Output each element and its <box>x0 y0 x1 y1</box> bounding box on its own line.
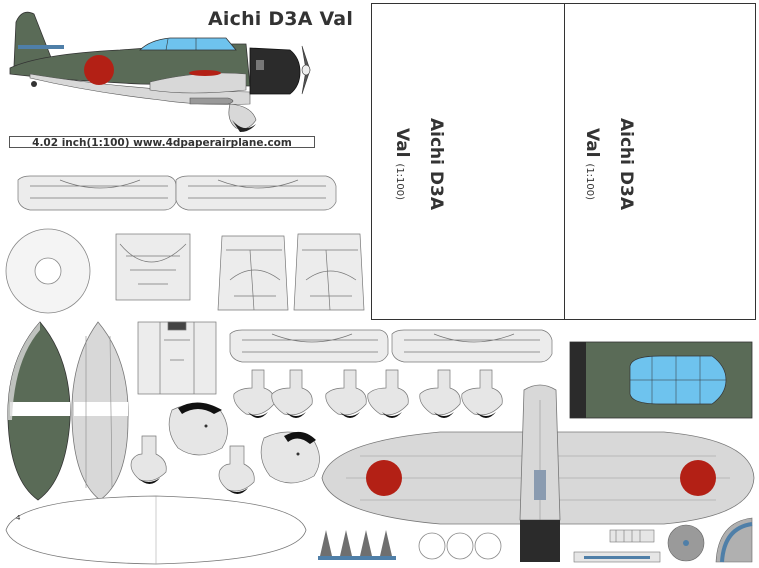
large-spat-part-1 <box>168 402 228 456</box>
cowl-part-right <box>293 233 365 311</box>
wheel-spat-parts-row <box>233 369 503 416</box>
fuselage-strip-lower-right <box>391 329 553 363</box>
spinner-cone-part <box>715 517 753 563</box>
wheel-disc-part <box>5 228 91 314</box>
small-spat-part-2 <box>218 445 255 494</box>
bomb-parts <box>318 530 396 560</box>
wing-half-left <box>7 321 71 501</box>
card-panel: Aichi D3A Val (1:100) Aichi D3A Val (1:1… <box>371 3 756 320</box>
wheel-spat-black-tips <box>248 412 496 418</box>
fuselage-strip-left <box>17 175 177 211</box>
large-spat-part-2 <box>260 431 320 484</box>
small-spat-part-1 <box>130 435 167 484</box>
card-panel-right: Aichi D3A Val (1:100) <box>564 4 756 319</box>
engine-face-disc <box>667 524 705 562</box>
fuselage-strip-right <box>175 175 337 211</box>
small-discs <box>418 532 502 560</box>
small-strip-parts <box>573 529 661 563</box>
canopy-top-part <box>569 341 753 419</box>
scale-caption: 4.02 inch(1:100) www.4dpaperairplane.com <box>9 136 315 149</box>
fuselage-strip-lower-left <box>229 329 389 363</box>
cockpit-block-part <box>137 321 217 395</box>
fuselage-top-part <box>519 384 561 562</box>
aircraft-side-profile <box>9 11 311 132</box>
tailplane-part <box>5 495 307 565</box>
part-number-label: 4 <box>16 514 21 522</box>
wing-half-right <box>71 321 129 501</box>
cowl-part-center <box>217 235 289 311</box>
page-title: Aichi D3A Val <box>208 8 354 30</box>
cowl-part-small <box>115 233 191 301</box>
